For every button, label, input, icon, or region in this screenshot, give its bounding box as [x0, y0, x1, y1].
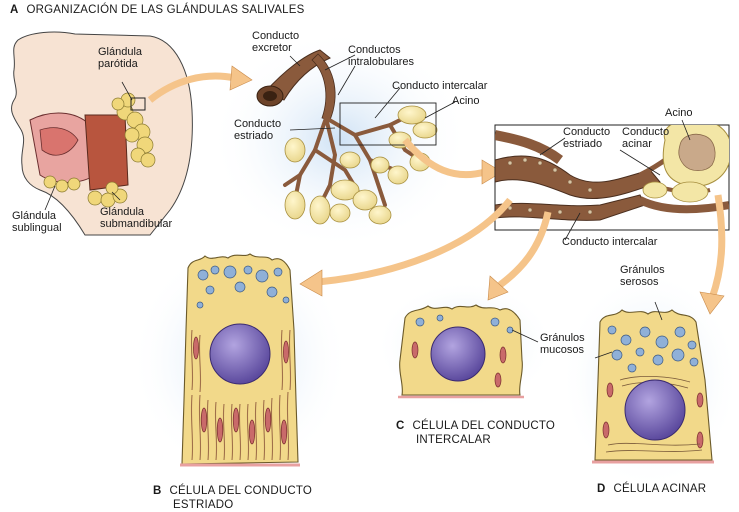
- striated-duct-cell: [180, 253, 300, 467]
- label-sublingual: Glándula sublingual: [12, 210, 62, 234]
- duct-tree-leader-lines: [289, 54, 456, 131]
- masseter-muscle: [84, 114, 129, 191]
- panel-b-title-line2: ESTRIADO: [173, 499, 234, 511]
- panel-b-title-line1: CÉLULA DEL CONDUCTO: [169, 485, 312, 497]
- label-inset-striated-line1: Conducto: [563, 126, 611, 138]
- label-inset-acinus: Acino: [665, 107, 693, 119]
- mitochondria: [193, 336, 289, 445]
- panel-c-letter: C: [396, 420, 405, 432]
- label-submandibular: Glándula submandibular: [100, 206, 172, 230]
- parotid-zoom-box: [130, 97, 146, 111]
- label-inset-acinar-line1: Conducto: [622, 126, 670, 138]
- panel-b-title: B CÉLULA DEL CONDUCTO: [153, 484, 312, 498]
- panel-d-title-text: CÉLULA ACINAR: [613, 483, 707, 495]
- label-inset-intercalated-duct: Conducto intercalar: [562, 236, 658, 248]
- label-parotid: Glándula parótida: [98, 46, 142, 70]
- label-excretory-line2: excretor: [252, 42, 292, 54]
- label-parotid-line2: parótida: [98, 58, 138, 70]
- arrow-to-cell-c: [497, 211, 552, 288]
- panel-a-title: A ORGANIZACIÓN DE LAS GLÁNDULAS SALIVALES: [10, 3, 304, 17]
- serous-granules: [607, 325, 699, 373]
- label-striated-line2: estriado: [234, 130, 274, 142]
- label-serous-line2: serosos: [620, 276, 659, 288]
- nucleus-c: [430, 326, 486, 382]
- label-intralobular-line1: Conductos: [348, 44, 401, 56]
- face-leader-lines: [44, 81, 133, 211]
- acinar-cell: [592, 309, 714, 464]
- label-sublingual-line2: sublingual: [12, 222, 62, 234]
- label-intralobular-line2: intralobulares: [348, 56, 415, 68]
- label-inset-striated-duct: Conducto estriado: [563, 126, 610, 150]
- parotid-gland: [111, 92, 156, 168]
- label-striated-line1: Conducto: [234, 118, 282, 130]
- panel-c-title-line1: CÉLULA DEL CONDUCTO: [412, 420, 555, 432]
- arrow-to-duct-tree: [147, 72, 236, 103]
- label-excretory-line1: Conducto: [252, 30, 300, 42]
- panel-d-letter: D: [597, 483, 606, 495]
- label-submandibular-line1: Glándula: [100, 206, 145, 218]
- label-mucous-line2: mucosos: [540, 344, 585, 356]
- panel-a-title-text: ORGANIZACIÓN DE LAS GLÁNDULAS SALIVALES: [26, 4, 305, 16]
- intercalated-duct-cell: [398, 304, 524, 399]
- label-mucous-line1: Gránulos: [540, 332, 585, 344]
- arrow-to-cell-b: [317, 197, 513, 286]
- label-serous-line1: Gránulos: [620, 264, 665, 276]
- submandibular-gland: [87, 181, 128, 208]
- panel-c-title: C CÉLULA DEL CONDUCTO: [396, 419, 555, 433]
- panel-a-letter: A: [10, 4, 19, 16]
- label-striated-duct: Conducto estriado: [234, 118, 281, 142]
- label-excretory-duct: Conducto excretor: [252, 30, 299, 54]
- label-inset-acinar-duct: Conducto acinar: [622, 126, 669, 150]
- mitochondria-c: [411, 341, 507, 388]
- label-inset-acinar-line2: acinar: [622, 138, 652, 150]
- inset-leader-lines: [539, 119, 691, 241]
- nucleus-b: [209, 323, 271, 385]
- arrow-to-inset: [402, 137, 486, 179]
- tongue: [39, 127, 79, 156]
- label-submandibular-line2: submandibular: [100, 218, 173, 230]
- panel-c-title-line2: INTERCALAR: [416, 434, 491, 446]
- label-serous-granules: Gránulos serosos: [620, 264, 665, 288]
- basal-striations: [190, 329, 292, 461]
- label-mucous-granules: Gránulos mucosos: [540, 332, 585, 356]
- panel-d-title: D CÉLULA ACINAR: [597, 482, 706, 496]
- label-intercalated-duct-top: Conducto intercalar: [392, 80, 488, 92]
- mucous-granules-c: [415, 314, 514, 334]
- apical-granules: [196, 265, 290, 309]
- head-illustration: [11, 31, 193, 236]
- label-inset-striated-line2: estriado: [563, 138, 603, 150]
- magnified-duct-inset: [494, 124, 730, 231]
- label-acinus-top: Acino: [452, 95, 480, 107]
- sublingual-gland: [43, 175, 81, 193]
- arrow-to-cell-d: [708, 194, 726, 300]
- panel-b-letter: B: [153, 485, 162, 497]
- label-parotid-line1: Glándula: [98, 46, 143, 58]
- nucleus-d: [624, 379, 686, 441]
- label-intralobular-ducts: Conductos intralobulares: [348, 44, 414, 68]
- label-sublingual-line1: Glándula: [12, 210, 57, 222]
